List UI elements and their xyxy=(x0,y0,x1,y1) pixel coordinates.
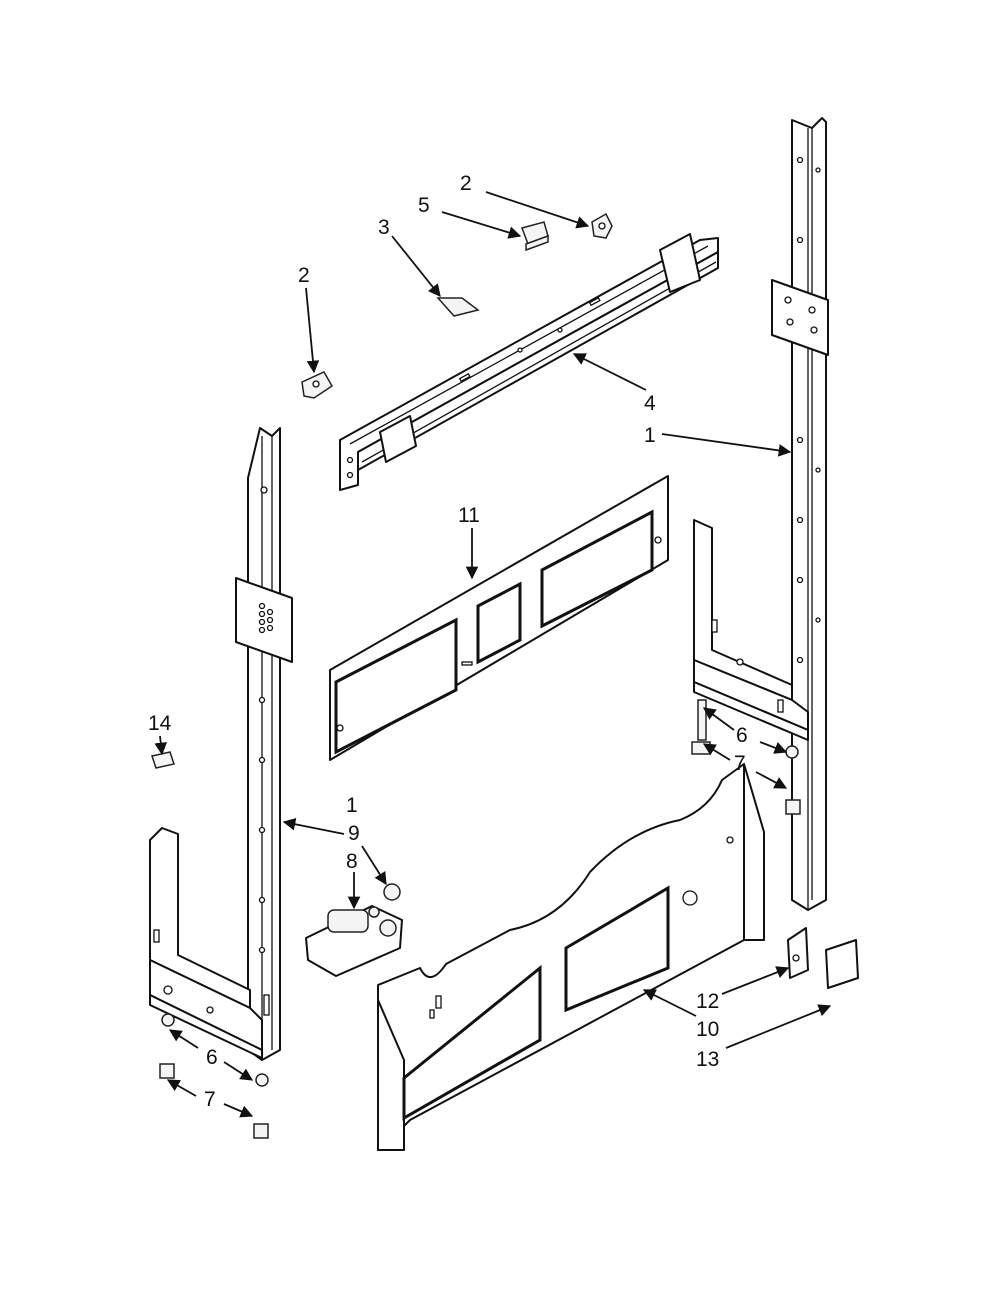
callout-labels: 2 5 3 2 4 1 11 6 7 14 1 9 9 9 8 12 10 13… xyxy=(148,172,748,1111)
clip-part-2-left xyxy=(301,371,333,399)
block-part-14 xyxy=(151,751,175,769)
spacer-part-3 xyxy=(436,297,480,317)
callout-1-right: 1 xyxy=(644,424,656,447)
bracket-part-12 xyxy=(787,927,809,979)
fitting-part-9 xyxy=(383,883,401,901)
right-side-frame xyxy=(693,117,829,911)
callout-2-left: 2 xyxy=(298,264,310,287)
left-side-frame xyxy=(149,427,293,1061)
bottom-panel xyxy=(377,763,765,1151)
callout-1-left: 1 xyxy=(346,794,358,817)
leveling-leg-left xyxy=(159,1013,269,1139)
callout-9-visible: 9 xyxy=(348,822,360,845)
callout-7-left: 7 xyxy=(204,1088,216,1111)
callout-7-right: 7 xyxy=(734,752,746,775)
bracket-part-5 xyxy=(521,221,549,252)
valve-assembly-part-8 xyxy=(305,905,403,977)
top-rail xyxy=(339,233,719,491)
callout-lines xyxy=(154,191,832,1118)
callout-4: 4 xyxy=(644,392,656,415)
callout-6-right: 6 xyxy=(736,724,748,747)
clip-part-2-right xyxy=(591,212,613,239)
callout-14: 14 xyxy=(148,712,172,735)
cover-part-13 xyxy=(825,939,859,989)
callout-3: 3 xyxy=(378,216,390,239)
callout-10: 10 xyxy=(696,1018,719,1041)
callout-13: 13 xyxy=(696,1048,719,1071)
middle-panel xyxy=(329,475,669,761)
callout-5: 5 xyxy=(418,194,430,217)
callout-8: 8 xyxy=(346,850,358,873)
callout-6-left: 6 xyxy=(206,1046,218,1069)
callout-2-top: 2 xyxy=(460,172,472,195)
callout-11: 11 xyxy=(458,504,480,527)
callout-12: 12 xyxy=(696,990,719,1013)
